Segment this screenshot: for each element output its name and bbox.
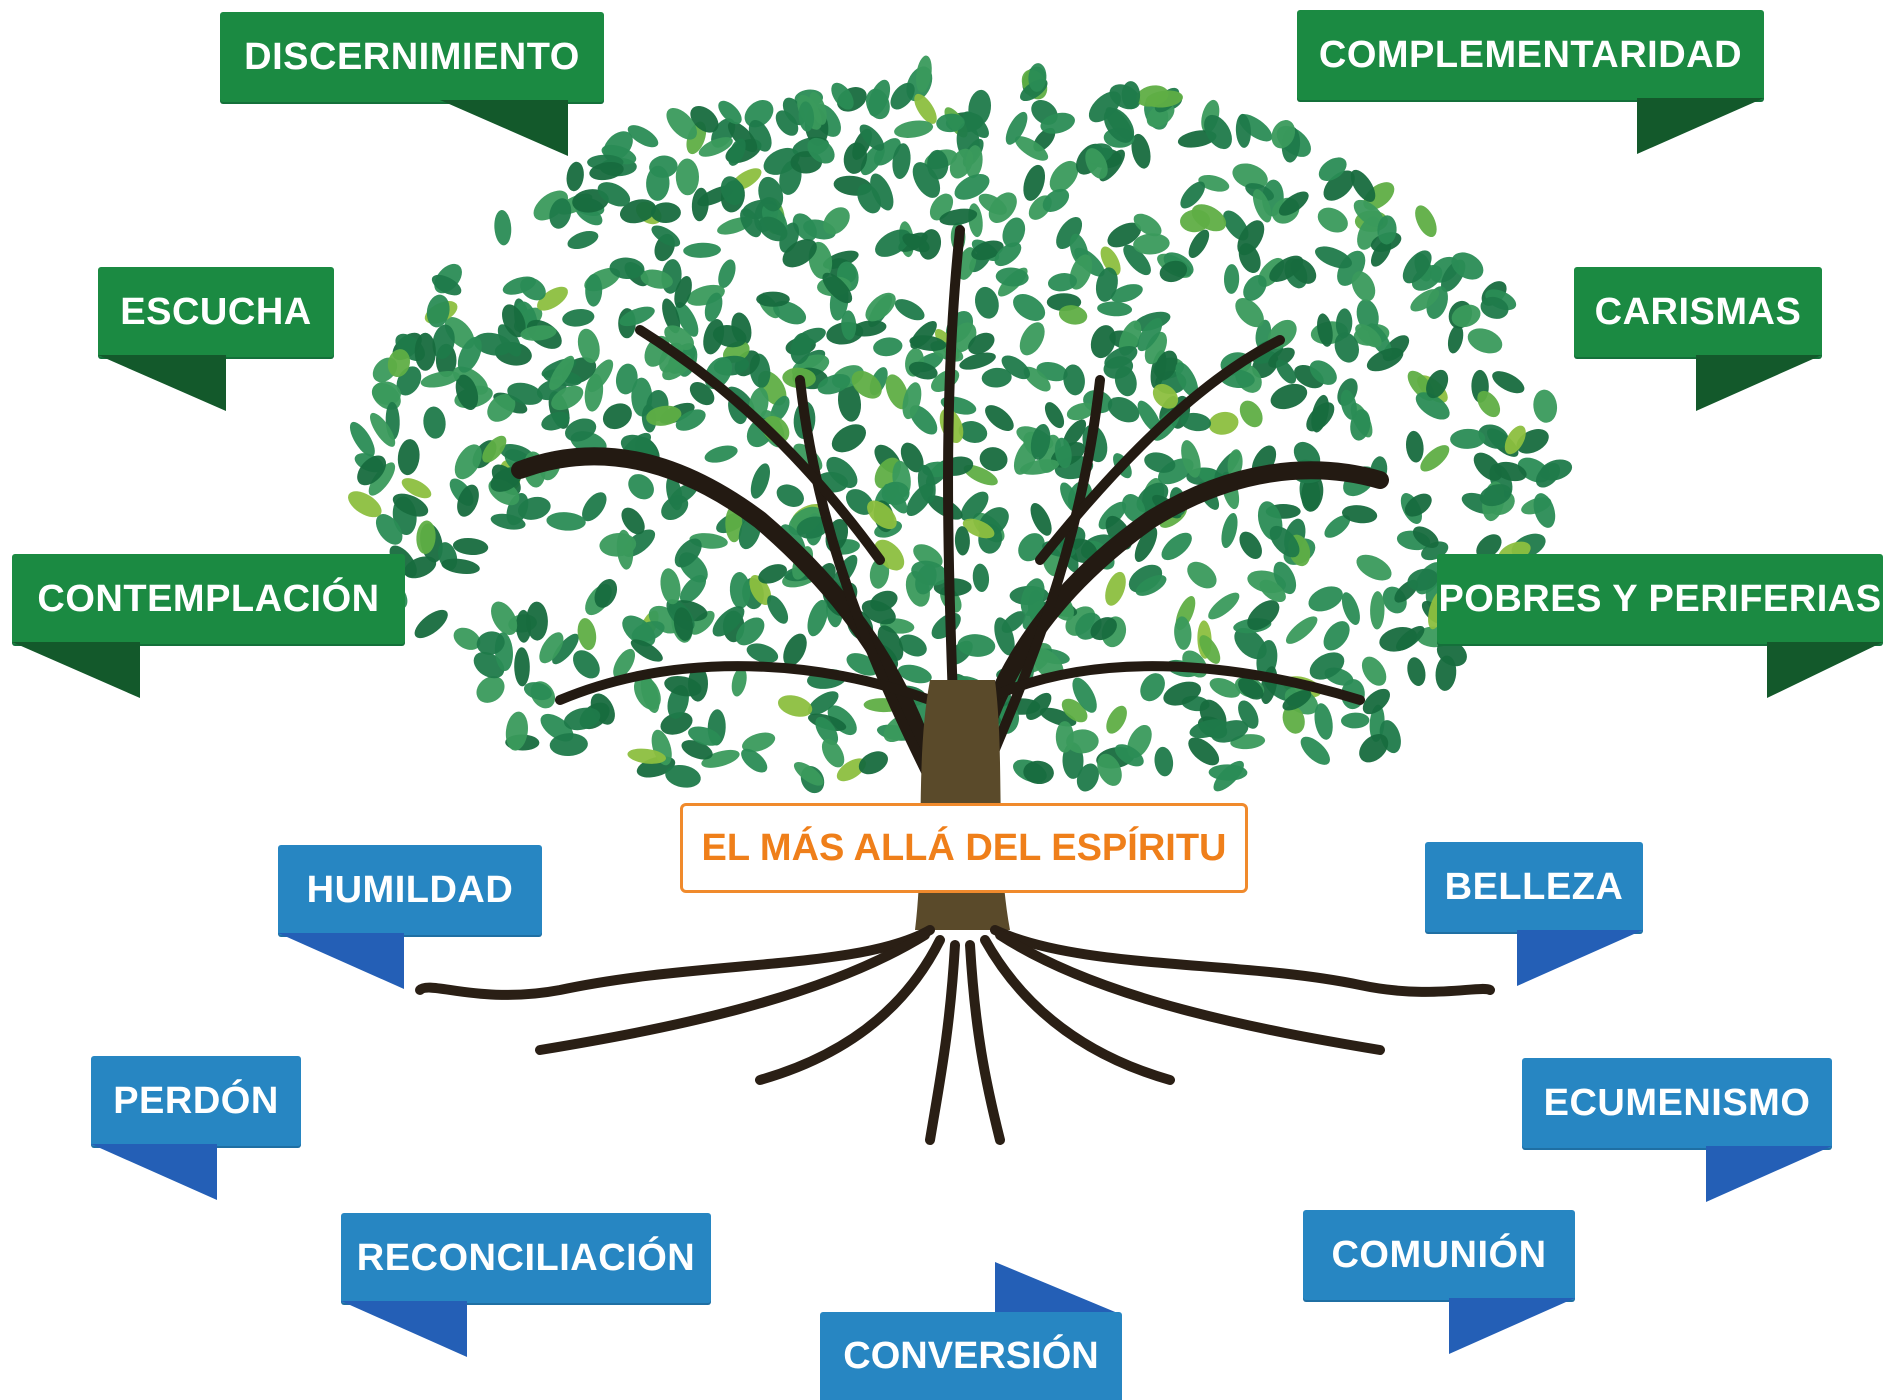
banner-conversion: CONVERSIÓN xyxy=(820,1312,1122,1400)
banner-fold xyxy=(1449,1298,1575,1354)
banner-label: CARISMAS xyxy=(1574,267,1822,357)
banner-reconciliacion: RECONCILIACIÓN xyxy=(341,1213,711,1358)
banner-ecumenismo: ECUMENISMO xyxy=(1522,1058,1832,1203)
banner-carismas: CARISMAS xyxy=(1574,267,1822,412)
banner-pobres-y-periferias: POBRES Y PERIFERIAS xyxy=(1437,554,1883,699)
banner-label: PERDÓN xyxy=(91,1056,301,1146)
banner-label: ESCUCHA xyxy=(98,267,334,357)
banner-discernimiento: DISCERNIMIENTO xyxy=(220,12,604,156)
banner-fold xyxy=(98,355,226,411)
banner-fold xyxy=(91,1144,217,1200)
banner-fold xyxy=(1696,355,1822,411)
banner-belleza: BELLEZA xyxy=(1425,842,1643,987)
banner-label: RECONCILIACIÓN xyxy=(341,1213,711,1303)
banner-label: CONTEMPLACIÓN xyxy=(12,554,405,644)
banner-label: HUMILDAD xyxy=(278,845,542,935)
banner-fold xyxy=(1706,1146,1832,1202)
banner-fold xyxy=(1637,98,1764,154)
banner-label: COMPLEMENTARIDAD xyxy=(1297,10,1764,100)
banner-comunion: COMUNIÓN xyxy=(1303,1210,1575,1355)
banner-escucha: ESCUCHA xyxy=(98,267,334,412)
banner-label: ECUMENISMO xyxy=(1522,1058,1832,1148)
center-title: EL MÁS ALLÁ DEL ESPÍRITU xyxy=(680,803,1248,893)
banner-fold xyxy=(1517,930,1643,986)
banner-humildad: HUMILDAD xyxy=(278,845,542,990)
banner-label: DISCERNIMIENTO xyxy=(220,12,604,102)
banner-complementaridad: COMPLEMENTARIDAD xyxy=(1297,10,1764,154)
banner-fold xyxy=(341,1301,467,1357)
banner-label: POBRES Y PERIFERIAS xyxy=(1437,554,1883,644)
banner-fold xyxy=(278,933,404,989)
banner-perdon: PERDÓN xyxy=(91,1056,301,1201)
banner-fold xyxy=(12,642,140,698)
banner-contemplacion: CONTEMPLACIÓN xyxy=(12,554,405,699)
banner-label: BELLEZA xyxy=(1425,842,1643,932)
banner-fold xyxy=(440,100,568,156)
banner-label: COMUNIÓN xyxy=(1303,1210,1575,1300)
banner-fold xyxy=(1767,642,1883,698)
